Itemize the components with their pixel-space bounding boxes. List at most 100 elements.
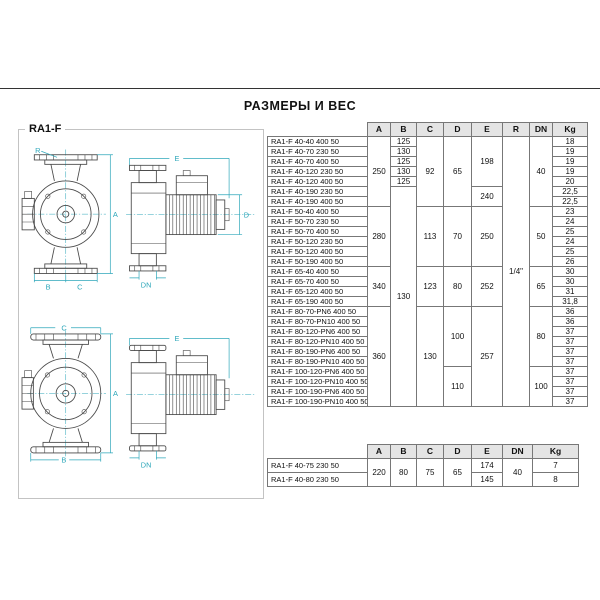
model-cell: RA1-F 100-190-PN10 400 50 xyxy=(267,396,368,407)
table-row: RA1-F 100-190-PN10 400 50 37 xyxy=(267,396,588,407)
value-cell-kg: 37 xyxy=(552,336,588,347)
terminal-box xyxy=(175,175,208,196)
value-cell-b: 80 xyxy=(390,458,417,487)
value-cell-c: 75 xyxy=(416,458,444,487)
value-cell-kg: 37 xyxy=(552,346,588,357)
model-cell: RA1-F 65-190 400 50 xyxy=(267,296,368,307)
model-cell: RA1-F 100-120-PN6 400 50 xyxy=(267,366,368,377)
value-cell-kg: 7 xyxy=(532,458,579,473)
value-cell-e: 174 xyxy=(471,458,503,473)
pump-side-view-large: E DN xyxy=(126,334,255,469)
value-cell-kg: 22,5 xyxy=(552,196,588,207)
value-cell-kg: 24 xyxy=(552,216,588,227)
model-cell: RA1-F 65-70 400 50 xyxy=(267,276,368,287)
model-column-header xyxy=(267,444,368,459)
dim-label-b: B xyxy=(46,282,51,291)
value-cell-kg: 19 xyxy=(552,156,588,167)
model-cell: RA1-F 40-70 400 50 xyxy=(267,156,368,167)
value-cell-kg: 30 xyxy=(552,266,588,277)
value-cell-kg: 19 xyxy=(552,146,588,157)
drawings-panel: RA1-F xyxy=(18,123,264,499)
value-cell-b: 130 xyxy=(390,166,417,177)
bottom-flange xyxy=(129,265,167,272)
page-title: РАЗМЕРЫ И ВЕС xyxy=(243,99,357,113)
value-cell-d: 110 xyxy=(443,366,472,407)
value-cell-b: 125 xyxy=(390,176,417,187)
column-header-c: C xyxy=(416,444,444,459)
value-cell-kg: 36 xyxy=(552,306,588,317)
pump-side-view-small: E DN D xyxy=(126,154,255,289)
column-header-a: A xyxy=(367,444,391,459)
value-cell-b: 130 xyxy=(390,146,417,157)
value-cell-dn: 50 xyxy=(529,206,553,267)
value-cell-d: 70 xyxy=(443,206,472,267)
value-cell-c: 130 xyxy=(416,306,444,407)
value-cell-kg: 37 xyxy=(552,386,588,397)
column-header-b: B xyxy=(390,444,417,459)
bottom-flange xyxy=(129,445,167,452)
model-cell: RA1-F 80-70-PN6 400 50 xyxy=(267,306,368,317)
terminal-box xyxy=(175,355,208,376)
model-cell: RA1-F 40-75 230 50 xyxy=(267,458,368,473)
dim-label-d: D xyxy=(244,210,249,219)
column-header-kg: Kg xyxy=(552,122,588,137)
value-cell-e: 257 xyxy=(471,306,503,407)
value-cell-dn: 65 xyxy=(529,266,553,307)
value-cell-c: 113 xyxy=(416,206,444,267)
dim-label-dn: DN xyxy=(141,280,152,289)
value-cell-kg: 31,8 xyxy=(552,296,588,307)
model-cell: RA1-F 100-120-PN10 400 50 xyxy=(267,376,368,387)
model-cell: RA1-F 65-40 400 50 xyxy=(267,266,368,277)
cable-gland xyxy=(24,370,32,378)
dim-label-e: E xyxy=(175,154,180,163)
model-cell: RA1-F 50-40 400 50 xyxy=(267,206,368,217)
value-cell-kg: 8 xyxy=(532,472,579,487)
model-cell: RA1-F 40-80 230 50 xyxy=(267,472,368,487)
model-cell: RA1-F 80-190-PN10 400 50 xyxy=(267,356,368,367)
value-cell-kg: 22,5 xyxy=(552,186,588,197)
model-cell: RA1-F 50-120 400 50 xyxy=(267,246,368,257)
value-cell-kg: 23 xyxy=(552,206,588,217)
value-cell-e: 250 xyxy=(471,206,503,267)
pump-front-view-small: R A B C xyxy=(21,146,118,291)
value-cell-kg: 25 xyxy=(552,246,588,257)
column-header-d: D xyxy=(443,122,472,137)
value-cell-kg: 26 xyxy=(552,256,588,267)
value-cell-kg: 37 xyxy=(552,366,588,377)
value-cell-b: 125 xyxy=(390,156,417,167)
motor-fins xyxy=(169,374,215,415)
model-cell: RA1-F 80-120-PN6 400 50 xyxy=(267,326,368,337)
value-cell-dn: 40 xyxy=(529,136,553,207)
value-cell-e: 240 xyxy=(471,186,503,207)
value-cell-kg: 36 xyxy=(552,316,588,327)
model-cell: RA1-F 40-70 230 50 xyxy=(267,146,368,157)
value-cell-b: 130 xyxy=(390,186,417,407)
dim-label-b: B xyxy=(61,456,66,465)
value-cell-a: 220 xyxy=(367,458,391,487)
column-header-kg: Kg xyxy=(532,444,579,459)
dim-label-a: A xyxy=(113,389,118,398)
column-header-r: R xyxy=(502,122,530,137)
cable-gland xyxy=(24,191,32,199)
dim-label-c: C xyxy=(61,323,67,332)
column-header-b: B xyxy=(390,122,417,137)
value-cell-e: 198 xyxy=(471,136,503,187)
value-cell-e: 145 xyxy=(471,472,503,487)
value-cell-kg: 37 xyxy=(552,396,588,407)
model-cell: RA1-F 80-70-PN10 400 50 xyxy=(267,316,368,327)
model-cell: RA1-F 40-120 400 50 xyxy=(267,176,368,187)
value-cell-kg: 37 xyxy=(552,376,588,387)
value-cell-kg: 31 xyxy=(552,286,588,297)
column-header-dn: DN xyxy=(502,444,533,459)
model-cell: RA1-F 40-190 400 50 xyxy=(267,196,368,207)
bottom-flange xyxy=(30,446,102,454)
value-cell-kg: 30 xyxy=(552,276,588,287)
value-cell-d: 65 xyxy=(443,458,472,487)
centerlines xyxy=(27,149,106,279)
